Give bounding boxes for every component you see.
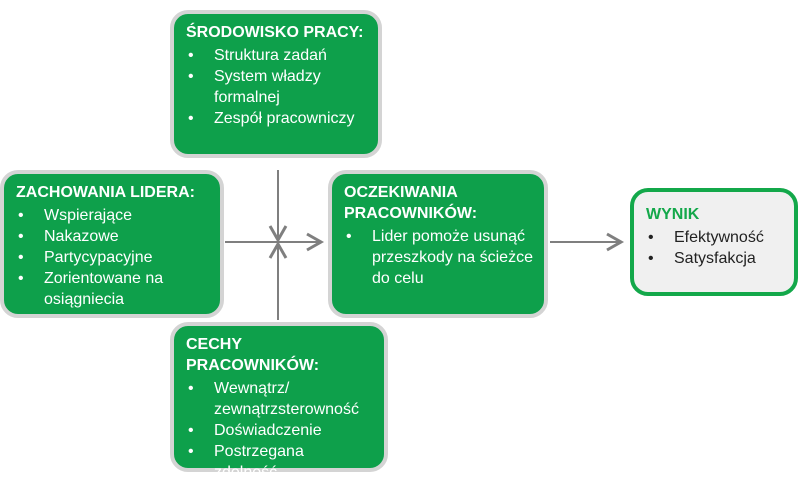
list-item: Wewnątrz/ zewnątrzsterowność bbox=[186, 378, 374, 420]
leader-box: ZACHOWANIA LIDERA: Wspierające Nakazowe … bbox=[0, 170, 224, 318]
traits-box: CECHY PRACOWNIKÓW: Wewnątrz/ zewnątrzste… bbox=[170, 322, 388, 481]
list-item: Struktura zadań bbox=[186, 45, 366, 66]
expectations-title: OCZEKIWANIA PRACOWNIKÓW: bbox=[344, 184, 478, 222]
result-title: WYNIK bbox=[646, 206, 700, 223]
traits-title: CECHY PRACOWNIKÓW: bbox=[186, 336, 320, 374]
list-item: System władzy formalnej bbox=[186, 66, 344, 108]
leader-title: ZACHOWANIA LIDERA: bbox=[16, 184, 195, 201]
list-item: Satysfakcja bbox=[646, 248, 782, 269]
list-item: Efektywność bbox=[646, 227, 782, 248]
result-box: WYNIK Efektywność Satysfakcja bbox=[630, 188, 798, 296]
list-item: Zorientowane na osiągniecia bbox=[16, 268, 194, 310]
environment-title: ŚRODOWISKO PRACY: bbox=[186, 24, 364, 41]
list-item: Lider pomoże usunąć przeszkody na ścieżc… bbox=[344, 226, 538, 289]
list-item: Doświadczenie bbox=[186, 420, 372, 441]
list-item: Wspierające bbox=[16, 205, 208, 226]
environment-box: ŚRODOWISKO PRACY: Struktura zadań System… bbox=[170, 10, 382, 158]
list-item: Postrzegana zdolność bbox=[186, 441, 324, 483]
list-item: Zespół pracowniczy bbox=[186, 108, 366, 129]
expectations-box: OCZEKIWANIA PRACOWNIKÓW: Lider pomoże us… bbox=[328, 170, 548, 318]
list-item: Partycypacyjne bbox=[16, 247, 208, 268]
list-item: Nakazowe bbox=[16, 226, 208, 247]
